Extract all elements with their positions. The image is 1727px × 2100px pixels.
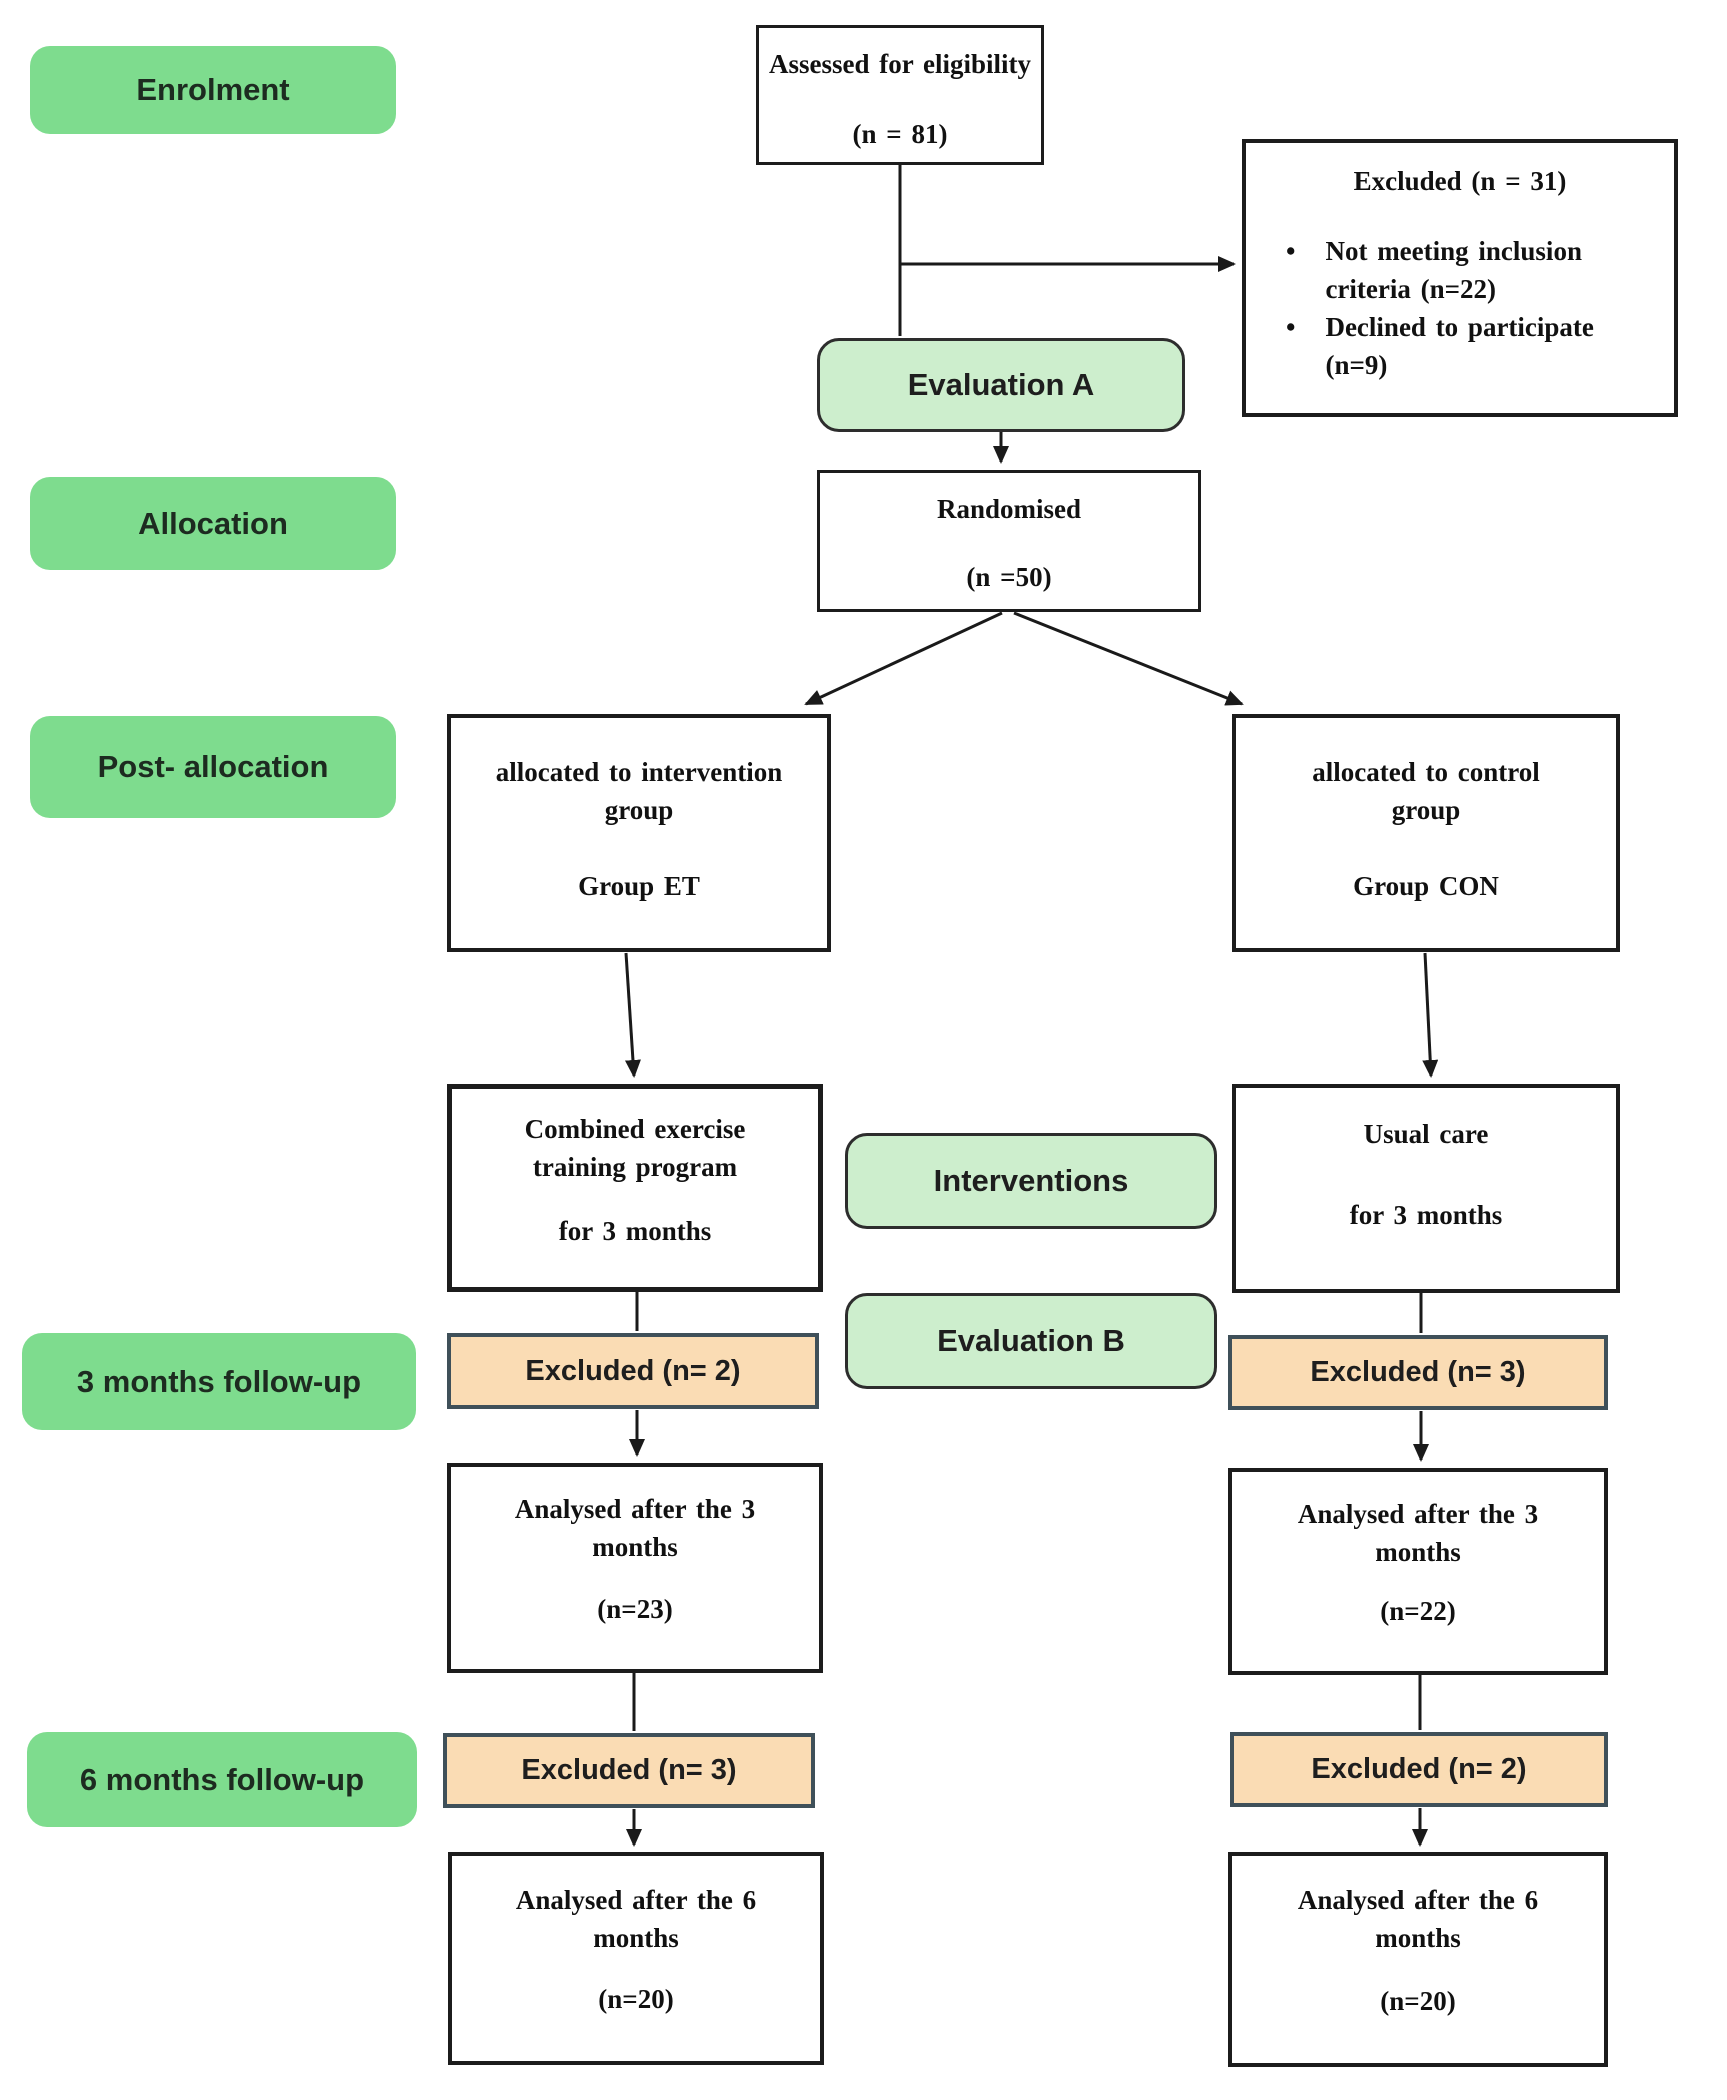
stage-label-3-months-follow-up: 3 months follow-up [22, 1333, 416, 1430]
alloc-et-line1: allocated to intervention [495, 757, 783, 787]
combined-exercise-program-box: Combined exercise training program for 3… [447, 1084, 823, 1292]
program-et-line1: Combined exercise [524, 1114, 746, 1144]
randomised-title: Randomised [936, 494, 1082, 524]
arrow-randomised-to-control-group [1013, 611, 1244, 706]
analysed-3m-con-text: Analysed after the 3 months [1298, 1496, 1538, 1572]
program-et-duration: for 3 months [558, 1215, 712, 1246]
stage-label-6-months-follow-up: 6 months follow-up [27, 1732, 417, 1827]
assessed-title: Assessed for eligibility [769, 49, 1031, 79]
program-con-line1: Usual care [1363, 1119, 1489, 1149]
allocated-control-group-box: allocated to control group Group CON [1232, 714, 1620, 952]
analysed-3m-et-box: Analysed after the 3 months (n=23) [447, 1463, 823, 1673]
bullet-icon: • [1286, 236, 1296, 267]
analysed-3m-con-line2: months [1375, 1536, 1461, 1567]
alloc-con-line2: group [1391, 794, 1461, 825]
randomised-n: (n =50) [966, 561, 1052, 592]
analysed-6m-con-text: Analysed after the 6 months [1298, 1882, 1538, 1958]
analysed-3m-con-box: Analysed after the 3 months (n=22) [1228, 1468, 1608, 1675]
alloc-con-group-name: Group CON [1353, 870, 1499, 901]
analysed-6m-et-text: Analysed after the 6 months [516, 1882, 756, 1958]
analysed-3m-con-line1: Analysed after the 3 [1297, 1499, 1539, 1529]
excluded-enrolment-box: Excluded (n = 31) • Not meeting inclusio… [1242, 139, 1678, 417]
assessed-n: (n = 81) [852, 118, 948, 149]
alloc-con-line1: allocated to control [1312, 757, 1540, 787]
analysed-6m-et-n: (n=20) [598, 1983, 674, 2014]
analysed-3m-con-n: (n=22) [1380, 1595, 1456, 1626]
stage-label-enrolment: Enrolment [30, 46, 396, 134]
milestone-evaluation-a: Evaluation A [817, 338, 1185, 432]
randomised-box: Randomised (n =50) [817, 470, 1201, 612]
excluded-3m-et-box: Excluded (n= 2) [447, 1333, 819, 1409]
excluded-reason-2: Declined to participate (n=9) [1325, 312, 1594, 380]
milestone-interventions: Interventions [845, 1133, 1217, 1229]
excluded-reason-1: Not meeting inclusion criteria (n=22) [1325, 236, 1582, 305]
program-con-duration: for 3 months [1349, 1199, 1503, 1230]
analysed-6m-con-line1: Analysed after the 6 [1297, 1885, 1539, 1915]
arrow-alloc-con-to-usualcare [1422, 952, 1439, 1078]
program-et-text: Combined exercise training program [525, 1111, 746, 1187]
excluded-bullet-item: • Declined to participate (n=9) [1260, 309, 1660, 385]
analysed-6m-con-box: Analysed after the 6 months (n=20) [1228, 1852, 1608, 2067]
allocated-intervention-group-box: allocated to intervention group Group ET [447, 714, 831, 952]
stage-label-allocation: Allocation [30, 477, 396, 570]
analysed-6m-et-line1: Analysed after the 6 [515, 1885, 757, 1915]
bullet-icon: • [1286, 312, 1296, 343]
stage-label-post-allocation: Post- allocation [30, 716, 396, 818]
analysed-6m-con-n: (n=20) [1380, 1985, 1456, 2016]
analysed-3m-et-line2: months [592, 1531, 678, 1562]
analysed-3m-et-n: (n=23) [597, 1593, 673, 1624]
analysed-3m-et-line1: Analysed after the 3 [514, 1494, 756, 1524]
arrow-alloc-et-to-program [624, 952, 641, 1078]
analysed-6m-et-line2: months [593, 1922, 679, 1953]
alloc-et-line2: group [604, 794, 674, 825]
alloc-et-text: allocated to intervention group [496, 754, 782, 830]
program-et-line2: training program [532, 1151, 738, 1182]
usual-care-box: Usual care for 3 months [1232, 1084, 1620, 1293]
excluded-6m-et-box: Excluded (n= 3) [443, 1733, 815, 1808]
excluded-enrolment-title: Excluded (n = 31) [1353, 166, 1567, 196]
alloc-con-text: allocated to control group [1312, 754, 1539, 830]
excluded-6m-con-box: Excluded (n= 2) [1230, 1732, 1608, 1807]
alloc-et-group-name: Group ET [578, 870, 700, 901]
excluded-3m-con-box: Excluded (n= 3) [1228, 1335, 1608, 1410]
analysed-6m-et-box: Analysed after the 6 months (n=20) [448, 1852, 824, 2065]
arrow-randomised-to-intervention-group [804, 611, 1003, 706]
excluded-bullet-item: • Not meeting inclusion criteria (n=22) [1260, 233, 1660, 309]
milestone-evaluation-b: Evaluation B [845, 1293, 1217, 1389]
analysed-3m-et-text: Analysed after the 3 months [515, 1491, 755, 1567]
assessed-for-eligibility-box: Assessed for eligibility (n = 81) [756, 25, 1044, 165]
analysed-6m-con-line2: months [1375, 1922, 1461, 1953]
